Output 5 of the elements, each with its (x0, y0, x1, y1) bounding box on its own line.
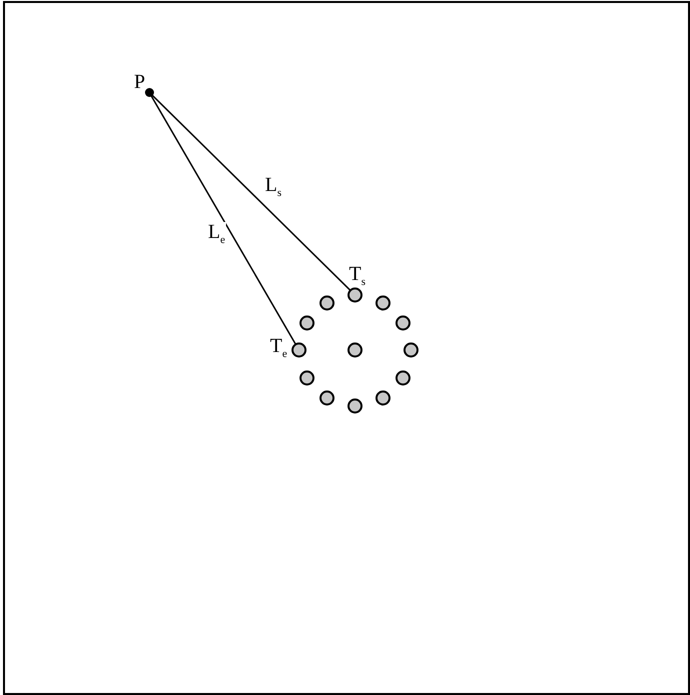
point-label: T$_{s}$ (349, 264, 366, 290)
point-label: T$_{e}$ (270, 336, 288, 362)
point-label: P (134, 72, 146, 92)
connector-line (152, 94, 351, 291)
connector-line (150, 96, 296, 344)
